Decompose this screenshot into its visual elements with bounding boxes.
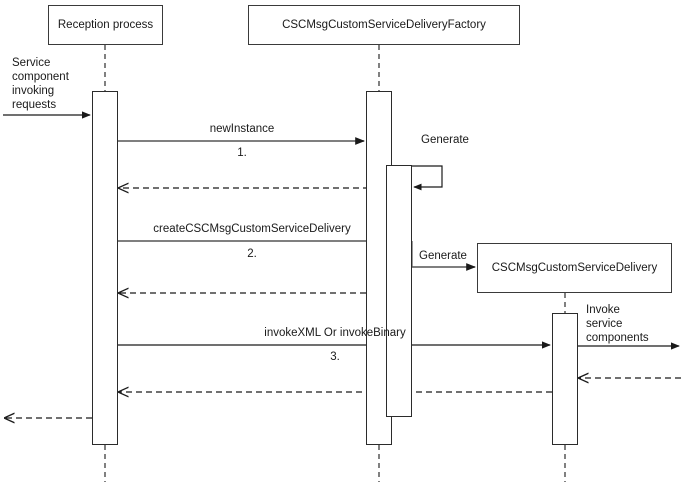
participant-label-factory: CSCMsgCustomServiceDeliveryFactory [282, 19, 486, 31]
participant-label-reception-process: Reception process [57, 19, 154, 31]
external-in-line-2: component [12, 71, 69, 83]
participant-box-delivery[interactable]: CSCMsgCustomServiceDelivery [477, 243, 672, 293]
participant-label-delivery: CSCMsgCustomServiceDelivery [491, 262, 658, 274]
external-in-line-4: requests [12, 99, 57, 111]
message-label-generate-self: Generate [421, 134, 469, 146]
invoke-external-line-3: components [586, 332, 649, 344]
message-label-invoke: invokeXML Or invokeBinary [264, 327, 406, 339]
message-label-external-in: Service component invoking requests [12, 56, 92, 112]
message-number-2: 2. [247, 248, 257, 260]
message-label-generate-create: Generate [419, 250, 467, 262]
activation-bar-reception-process [92, 91, 118, 445]
messages [3, 111, 681, 418]
message-self-call-generate [392, 165, 443, 191]
message-number-3: 3. [330, 351, 340, 363]
activation-bar-delivery [552, 313, 578, 445]
activation-bar-factory-nested [386, 165, 412, 417]
lifelines [104, 45, 566, 482]
participant-box-factory[interactable]: CSCMsgCustomServiceDeliveryFactory [248, 5, 520, 45]
participant-box-reception-process[interactable]: Reception process [48, 5, 163, 45]
invoke-external-line-2: service [586, 318, 623, 330]
external-in-line-3: invoking [12, 85, 55, 97]
invoke-external-line-1: Invoke [586, 304, 620, 316]
message-label-create-delivery: createCSCMsgCustomServiceDelivery [153, 223, 351, 235]
message-label-invoke-external: Invoke service components [586, 303, 678, 345]
external-in-line-1: Service [12, 57, 51, 69]
message-number-1: 1. [237, 147, 247, 159]
message-label-newinstance: newInstance [209, 123, 275, 135]
